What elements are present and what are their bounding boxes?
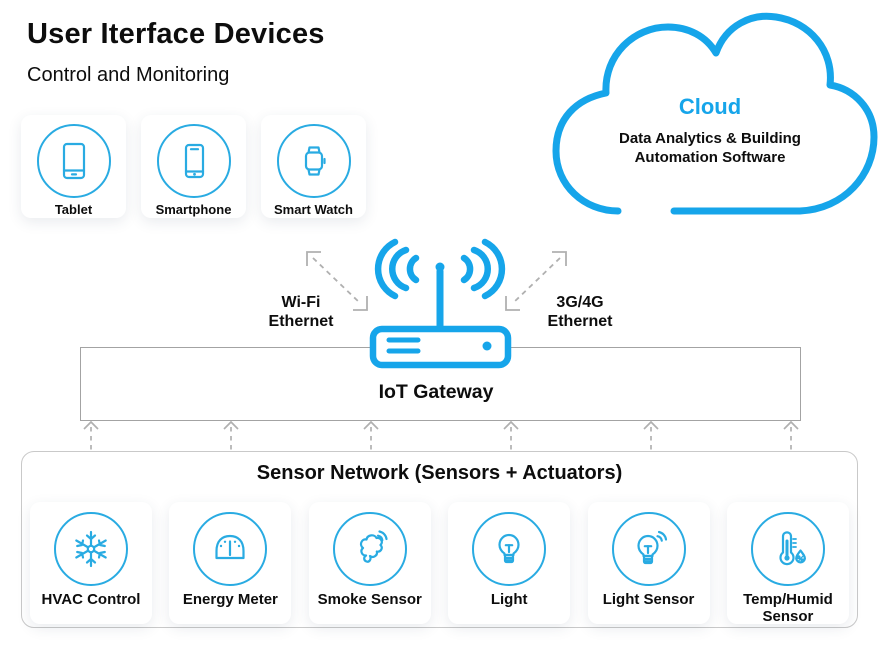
- router-icon: [366, 236, 514, 376]
- devices-gateway-link-arrow: [306, 251, 368, 311]
- sensor-card-light: Light: [448, 502, 571, 624]
- snowflake-icon: [54, 512, 128, 586]
- sensor-card-hvac: HVAC Control: [30, 502, 152, 624]
- bulb-icon: [472, 512, 547, 586]
- cloud-subtitle: Data Analytics & Building Automation Sof…: [619, 130, 801, 166]
- sensor-label: Light: [490, 591, 528, 608]
- sensor-label: HVAC Control: [41, 591, 141, 608]
- page-title: User Iterface Devices: [27, 18, 325, 50]
- sensor-card-temp-humid: Temp/Humid Sensor: [726, 502, 849, 625]
- cloud-icon: [552, 12, 878, 215]
- device-card-smartphone: Smartphone: [141, 115, 246, 218]
- device-label: Tablet: [54, 202, 93, 217]
- smoke-icon: [332, 512, 407, 586]
- tablet-icon: [36, 124, 111, 198]
- smart-watch-icon: [276, 124, 351, 198]
- cloud-node: Cloud Data Analytics & Building Automati…: [546, 12, 880, 222]
- sensor-card-smoke: Smoke Sensor: [308, 502, 431, 624]
- cellular-ethernet-label: 3G/4G Ethernet: [547, 294, 613, 330]
- page-subtitle: Control and Monitoring: [27, 64, 230, 86]
- sensor-card-light-sensor: Light Sensor: [587, 502, 710, 624]
- sensor-label: Temp/Humid Sensor: [743, 591, 833, 625]
- sensor-label: Smoke Sensor: [317, 591, 422, 608]
- cloud-title: Cloud: [678, 94, 742, 119]
- sensor-label: Energy Meter: [182, 591, 278, 608]
- smartphone-icon: [156, 124, 231, 198]
- gauge-icon: [193, 512, 268, 586]
- gateway-label: IoT Gateway: [378, 381, 494, 403]
- sensor-card-energy-meter: Energy Meter: [169, 502, 292, 624]
- device-card-smart-watch: Smart Watch: [261, 115, 366, 218]
- sensor-label: Light Sensor: [602, 591, 695, 608]
- bulb-signal-icon: [611, 512, 686, 586]
- thermometer-icon: [750, 512, 825, 586]
- sensor-network-panel: Sensor Network (Sensors + Actuators): [21, 451, 858, 628]
- sensor-card-row: HVAC Control Energy Meter: [30, 502, 849, 625]
- wifi-ethernet-label: Wi-Fi Ethernet: [268, 294, 334, 330]
- device-label: Smartphone: [155, 202, 232, 217]
- sensor-network-title: Sensor Network (Sensors + Actuators): [256, 462, 623, 484]
- device-label: Smart Watch: [274, 202, 353, 217]
- device-card-tablet: Tablet: [21, 115, 126, 218]
- cloud-gateway-link-arrow: [505, 251, 567, 311]
